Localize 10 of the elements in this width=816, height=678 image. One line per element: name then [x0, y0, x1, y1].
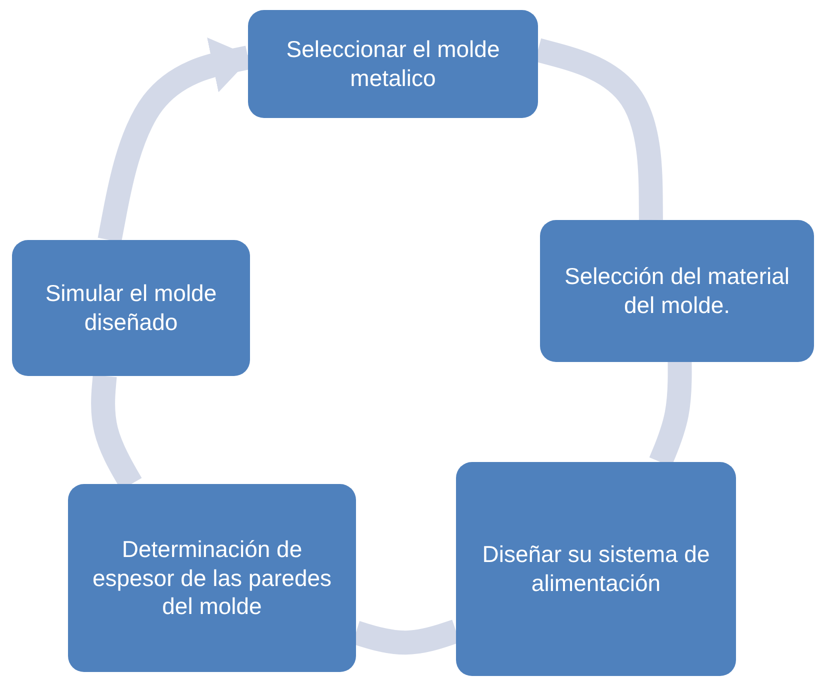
process-box	[12, 240, 250, 376]
step-label: Determinación de espesor de las paredes del molde	[91, 534, 333, 622]
step-label: Seleccionar el molde metalico	[285, 35, 501, 93]
step-label: Simular el molde diseñado	[44, 279, 218, 337]
step-label: Diseñar su sistema de alimentación	[481, 540, 711, 598]
process-box	[248, 10, 538, 118]
step-label: Selección del material del molde.	[563, 262, 790, 320]
process-box	[540, 220, 814, 362]
process-box	[68, 484, 356, 672]
process-box	[456, 462, 736, 676]
